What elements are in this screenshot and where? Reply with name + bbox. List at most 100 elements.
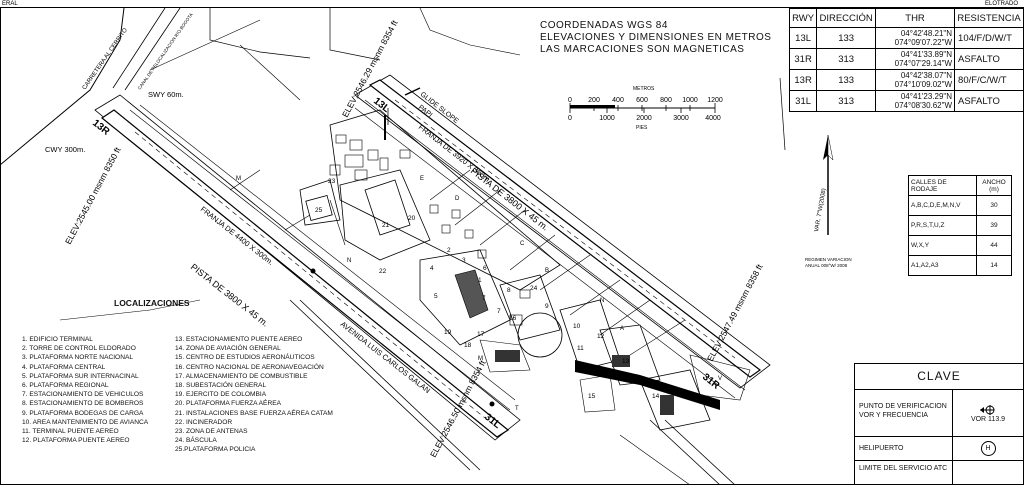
list-item: 25.PLATAFORMA POLICIA [175,446,256,454]
clave-label-vor: PUNTO DE VERIFICACION VOR Y FRECUENCIA [855,390,953,436]
table-row: A1,A2,A3 14 [908,255,1012,276]
scale-metros-label: METROS [633,86,655,92]
scale-m0: 0 [568,97,572,104]
dir-cell: 133 [816,69,877,91]
runway-table-header: RWY DIRECCIÓN THR RESISTENCIA [788,8,1024,28]
scale-m1: 200 [588,97,600,104]
list-item: 24. BÁSCULA [175,437,217,445]
loc-24: 24 [530,285,538,292]
header-direccion: DIRECCIÓN [816,8,877,28]
list-item: 17. ALMACENAMIENTO DE COMBUSTIBLE [175,372,308,380]
ancho-cell: 30 [976,195,1012,216]
loc-14: 14 [652,393,660,400]
note-elevations: ELEVACIONES Y DIMENSIONES EN METROS [540,32,772,43]
list-item: 15. CENTRO DE ESTUDIOS AERONÁUTICOS [175,354,315,362]
header-left: ERAL [2,1,18,7]
ancho-cell: 44 [976,235,1012,256]
general-notes: COORDENADAS WGS 84 ELEVACIONES Y DIMENSI… [540,20,771,56]
loc-1: 1 [478,277,482,284]
elev-13r: ELEV:2545.00 msnm 8350 ft [63,145,123,246]
list-item: 12. PLATAFORMA PUENTE AEREO [22,437,130,445]
loc-20: 20 [408,215,416,222]
twy-m2: M [478,356,483,362]
twy-e: E [420,176,424,182]
helipuerto-icon: H [980,441,996,456]
scale-m5: 1000 [682,97,698,104]
clave-label-helipuerto: HELIPUERTO [855,437,953,460]
list-item: 1. EDIFICIO TERMINAL [22,336,93,343]
twy-t: T [515,406,519,412]
list-item: 10. AREA MANTENIMIENTO DE AVIANCA [22,418,149,426]
list-item: 16. CENTRO NACIONAL DE AERONAVEGACIÓN [175,363,324,371]
scale-p0: 0 [568,115,572,122]
list-item: 4. PLATAFORMA CENTRAL [22,363,106,371]
loc-11: 11 [577,345,584,352]
variation-note-2: ANUAL 008°W/ 2008 [805,263,848,268]
north-variation-label: VAR. 7°W(2008) [814,188,828,232]
ancho-cell: 14 [976,255,1012,276]
list-item: 6. PLATAFORMA REGIONAL [22,382,109,390]
franja-label-13l: FRANJA DE 3920 X 300m. [417,122,493,185]
clave-title: CLAVE [855,364,1023,390]
twy-v: V [718,376,722,382]
dir-cell: 133 [816,27,877,49]
variation-note-1: REGIMEN VARIACION [805,257,852,262]
note-coordinates: COORDENADAS WGS 84 [540,20,668,31]
loc-7a: 7 [482,295,486,302]
loc-23: 23 [328,178,336,185]
scale-pies-label: PIES [636,125,648,131]
loc-2: 2 [447,247,451,254]
road-bottom [575,360,720,410]
cwy-label: CWY 300m. [45,145,85,154]
north-arrow: VAR. 7°W(2008) [814,134,834,235]
loc-19: 19 [444,329,452,336]
header-right: ELOTRADO [985,1,1018,7]
header-calles: CALLES DE RODAJE [908,175,977,196]
loc-17: 17 [477,331,485,338]
loc-21: 21 [382,222,390,229]
table-row: A,B,C,D,E,M,N,V 30 [908,195,1012,216]
twy-a: A [620,326,624,332]
loc-6: 6 [483,265,487,272]
loc-10: 10 [573,323,581,330]
twy-m: M [236,176,241,182]
list-item: 11. TERMINAL PUENTE AEREO [22,428,119,436]
list-item: 14. ZONA DE AVIACIÓN GENERAL [175,345,281,353]
list-item: 22. INCINERADOR [175,418,233,426]
loc-3: 3 [462,257,466,264]
scale-p3: 3000 [673,115,689,122]
loc-15: 15 [588,393,596,400]
scale-p1: 1000 [599,115,615,122]
twy-c: C [520,241,525,247]
rwy-cell: 13L [788,27,818,49]
loc-12: 12 [597,333,605,340]
clave-value-vor: VOR 113.9 [970,415,1006,423]
loc-7b: 7 [497,308,501,315]
terminal-building [454,269,489,319]
twy-n2: N [600,298,604,304]
scale-m6: 1200 [707,97,723,104]
clave-row-atc: LIMITE DEL SERVICIO ATC [855,461,1023,485]
rwy-cell: 13R [788,69,818,91]
res-cell: ASFALTO [954,48,1024,70]
header-rwy: RWY [788,8,818,28]
rwy-label-13r: PISTA DE 3800 X 45 m. [189,262,271,329]
calles-cell: A,B,C,D,E,M,N,V [908,195,977,216]
calles-cell: A1,A2,A3 [908,255,977,276]
calles-cell: W,X,Y [908,235,977,256]
canal-label: CANAL DE RELOCALIZACION RIO BOGOTA [137,12,194,90]
scale-bar: METROS 0 200 400 600 800 1000 1200 0 100… [568,86,723,131]
res-cell: 80/F/C/W/T [954,69,1024,91]
twy-n: N [347,258,351,264]
localizaciones-title: LOCALIZACIONES [114,298,190,308]
strip-13r-31l [94,94,521,441]
scale-m4: 800 [660,97,672,104]
loc-4: 4 [430,265,434,272]
header-ancho: ANCHO (m) [976,175,1012,196]
